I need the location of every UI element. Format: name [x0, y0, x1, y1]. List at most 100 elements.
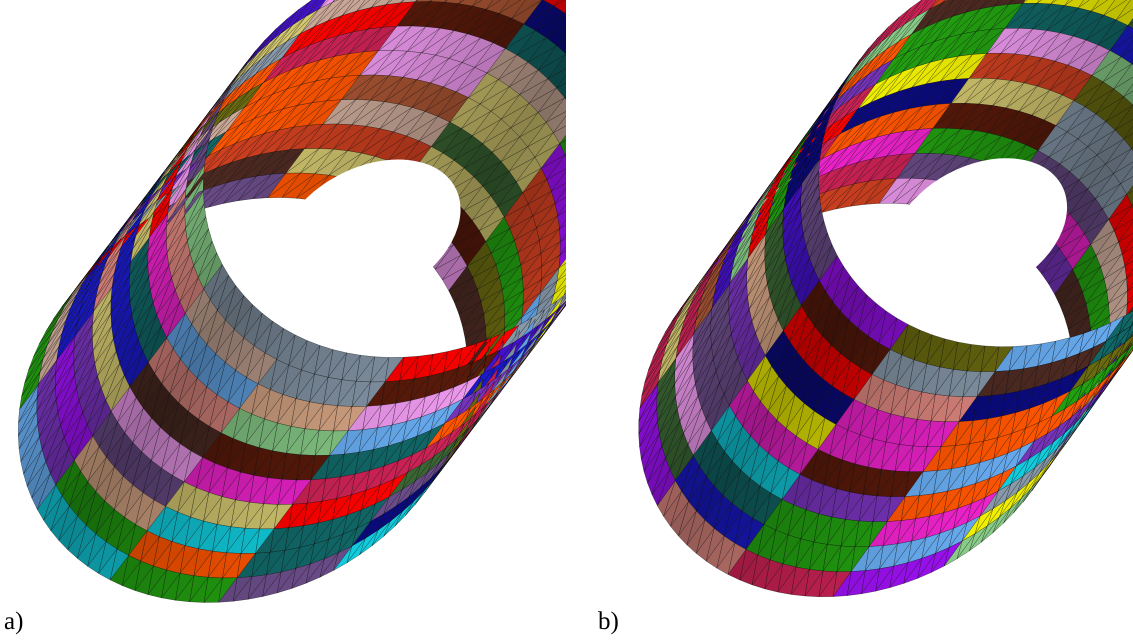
mesh-triangle — [439, 438, 458, 463]
mesh-triangle — [420, 462, 440, 488]
mesh-triangle — [485, 301, 505, 327]
mesh-triangle — [556, 268, 566, 282]
mesh-triangle — [1067, 303, 1090, 329]
mesh-triangle — [538, 281, 558, 306]
mesh-triangle — [922, 79, 956, 107]
mesh-triangle — [468, 72, 499, 98]
mesh-triangle — [1050, 0, 1057, 5]
panel-a: a) — [0, 0, 566, 643]
mesh-triangle — [505, 23, 536, 49]
mesh-triangle — [1057, 423, 1076, 449]
mesh-triangle — [540, 228, 561, 254]
mesh-triangle — [509, 61, 539, 87]
mesh-triangle — [880, 33, 912, 67]
mesh-triangle — [893, 83, 927, 113]
mesh-triangle — [458, 288, 482, 315]
mesh-triangle — [1077, 198, 1103, 224]
mesh-triangle — [315, 53, 350, 82]
mesh-triangle — [1064, 291, 1087, 318]
mesh-triangle — [472, 252, 497, 278]
mesh-triangle — [911, 58, 945, 88]
mesh-triangle — [546, 154, 566, 180]
mesh-triangle — [936, 78, 970, 105]
mesh-triangle — [448, 33, 482, 59]
mesh-triangle — [202, 143, 236, 174]
mesh-triangle — [522, 167, 548, 193]
mesh-triangle — [539, 308, 558, 334]
mesh-triangle — [490, 86, 521, 112]
mesh-triangle — [493, 18, 525, 44]
mesh-triangle — [458, 419, 478, 445]
mesh-triangle — [540, 267, 560, 293]
mesh-triangle — [1131, 320, 1133, 326]
mesh-triangle — [296, 173, 330, 199]
mesh-triangle — [462, 300, 484, 327]
mesh-triangle — [333, 124, 367, 150]
mesh-triangle — [960, 103, 994, 130]
mesh-triangle — [861, 112, 895, 142]
mesh-triangle — [1036, 60, 1069, 87]
mesh-triangle — [400, 0, 405, 3]
cylinder-mesh-b — [638, 0, 1133, 597]
mesh-triangle — [479, 205, 505, 231]
mesh-triangle — [271, 148, 306, 175]
mesh-triangle — [520, 239, 542, 266]
mesh-triangle — [442, 128, 473, 154]
mesh-triangle — [914, 128, 948, 154]
mesh-triangle — [537, 87, 566, 113]
mesh-triangle — [455, 176, 484, 202]
mesh-triangle — [480, 276, 503, 302]
panel-label-a: a) — [4, 608, 24, 635]
mesh-triangle — [1066, 106, 1097, 133]
mesh-triangle — [491, 227, 515, 254]
mesh-triangle — [982, 53, 1016, 79]
mesh-triangle — [198, 162, 232, 193]
mesh-triangle — [958, 29, 992, 57]
mesh-triangle — [547, 54, 566, 79]
mesh-triangle — [223, 175, 257, 204]
mesh-triangle — [926, 55, 960, 85]
mesh-triangle — [239, 94, 273, 125]
mesh-triangle — [1079, 44, 1111, 71]
mesh-triangle — [502, 357, 521, 383]
cylinder-mesh-a — [18, 0, 566, 603]
mesh-triangle — [309, 15, 343, 46]
mesh-triangle — [1075, 398, 1094, 424]
mesh-triangle — [522, 252, 542, 278]
mesh-triangle — [268, 33, 301, 66]
mesh-triangle — [523, 0, 555, 25]
mesh-triangle — [932, 103, 966, 129]
mesh-triangle — [498, 54, 529, 80]
mesh-triangle — [1088, 290, 1109, 317]
mesh-triangle — [536, 202, 558, 229]
mesh-triangle — [446, 431, 466, 457]
mesh-triangle — [1059, 7, 1092, 34]
mesh-triangle — [904, 0, 928, 25]
mesh-triangle — [323, 10, 357, 41]
mesh-triangle — [1072, 243, 1097, 270]
mesh-triangle — [249, 57, 283, 91]
mesh-triangle — [929, 0, 939, 10]
mesh-triangle — [419, 116, 451, 142]
mesh-triangle — [282, 80, 316, 110]
mesh-triangle — [379, 103, 413, 129]
mesh-triangle — [300, 148, 335, 174]
mesh-triangle — [559, 246, 566, 255]
mesh-triangle — [405, 490, 425, 516]
mesh-triangle — [367, 2, 402, 30]
mesh-triangle — [256, 149, 291, 177]
mesh-triangle — [1036, 0, 1042, 4]
mesh-triangle — [868, 154, 902, 182]
mesh-triangle — [473, 151, 502, 177]
mesh-triangle — [1129, 340, 1133, 349]
mesh-triangle — [560, 233, 566, 242]
mesh-triangle — [519, 112, 547, 138]
mesh-triangle — [1105, 138, 1132, 165]
mesh-triangle — [551, 171, 566, 192]
mesh-triangle — [1082, 266, 1105, 293]
cylinder-opening — [889, 158, 1068, 302]
mesh-triangle — [826, 108, 858, 142]
mesh-triangle — [398, 79, 432, 105]
mesh-triangle — [1028, 30, 1061, 56]
mesh-triangle — [513, 345, 533, 371]
